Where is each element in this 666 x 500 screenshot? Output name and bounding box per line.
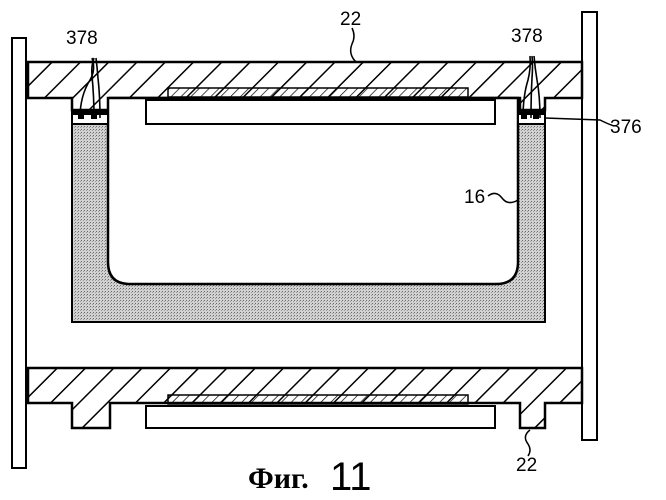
bottom-plate (146, 406, 495, 428)
left-seal (72, 114, 108, 124)
right-rail (582, 12, 597, 440)
container-cavity (108, 98, 518, 284)
left-wire-pad (91, 114, 97, 119)
label-seal: 376 (610, 117, 642, 138)
left-rail (12, 38, 26, 468)
top-hatched-strip (168, 88, 468, 97)
leader-bottom-housing (525, 430, 530, 456)
figure-caption-number: 11 (330, 455, 372, 499)
top-plate (146, 100, 495, 124)
left-wire-pad (78, 114, 84, 119)
label-top-housing: 22 (340, 9, 361, 30)
label-bottom-housing: 22 (516, 455, 537, 476)
label-container: 16 (464, 187, 485, 208)
right-wire-pad (533, 114, 539, 119)
label-right-wires: 378 (511, 26, 543, 47)
bottom-hatched-strip (168, 395, 468, 404)
leader-seal (545, 118, 614, 126)
leader-top-housing (351, 28, 356, 62)
figure-caption-prefix: Фиг. (248, 462, 309, 495)
right-wire-pad (521, 114, 527, 119)
label-left-wires: 378 (66, 28, 98, 49)
